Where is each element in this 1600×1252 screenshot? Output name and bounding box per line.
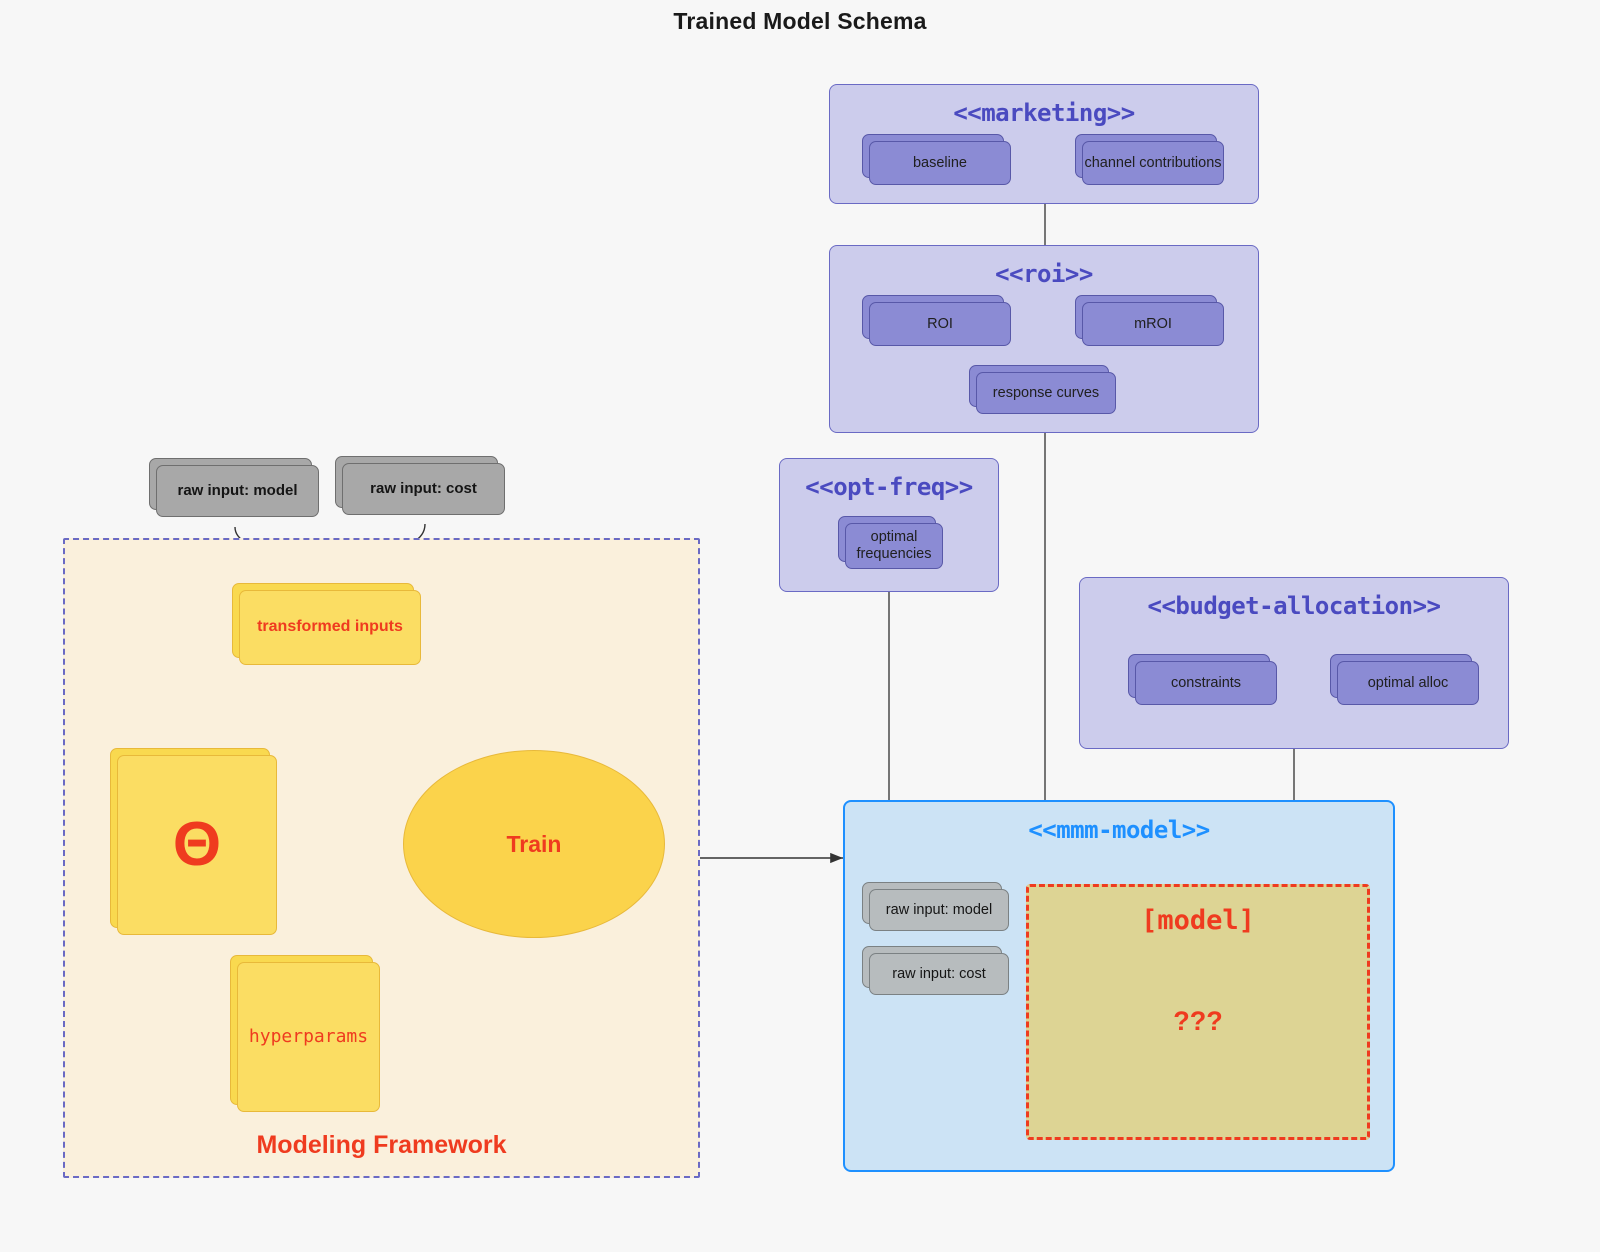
node-theta[interactable]: Θ xyxy=(110,748,277,935)
theta-glyph: Θ xyxy=(172,810,222,879)
node-raw-input-model-label: raw input: model xyxy=(156,465,319,517)
node-mmm-raw-input-model-label: raw input: model xyxy=(869,889,1009,931)
node-mmm-raw-input-model[interactable]: raw input: model xyxy=(862,882,1009,931)
node-baseline-label: baseline xyxy=(869,141,1011,185)
package-roi[interactable]: <<roi>> ROI mROI response curves xyxy=(829,245,1259,433)
node-optimal-alloc[interactable]: optimal alloc xyxy=(1330,654,1479,705)
node-baseline[interactable]: baseline xyxy=(862,134,1011,185)
package-marketing[interactable]: <<marketing>> baseline channel contribut… xyxy=(829,84,1259,204)
node-constraints[interactable]: constraints xyxy=(1128,654,1277,705)
node-optimal-alloc-label: optimal alloc xyxy=(1337,661,1479,705)
node-constraints-label: constraints xyxy=(1135,661,1277,705)
node-response-curves[interactable]: response curves xyxy=(969,365,1116,414)
node-optimal-frequencies-line1: optimal xyxy=(870,529,918,546)
page-title: Trained Model Schema xyxy=(673,8,927,34)
node-response-curves-label: response curves xyxy=(976,372,1116,414)
node-mmm-raw-input-cost[interactable]: raw input: cost xyxy=(862,946,1009,995)
package-opt-freq-title: <<opt-freq>> xyxy=(805,473,973,501)
node-mmm-raw-input-cost-label: raw input: cost xyxy=(869,953,1009,995)
node-optimal-frequencies[interactable]: optimal frequencies xyxy=(838,516,943,569)
node-mroi[interactable]: mROI xyxy=(1075,295,1224,346)
model-placeholder-sub: ??? xyxy=(1173,1006,1223,1036)
node-transformed-inputs[interactable]: transformed inputs xyxy=(232,583,421,665)
node-roi[interactable]: ROI xyxy=(862,295,1011,346)
node-hyperparams-label: hyperparams xyxy=(237,962,380,1112)
package-roi-title: <<roi>> xyxy=(995,260,1093,288)
package-mmm-model-title: <<mmm-model>> xyxy=(1028,816,1210,844)
node-optimal-frequencies-label: optimal frequencies xyxy=(845,523,943,569)
node-raw-input-cost-label: raw input: cost xyxy=(342,463,505,515)
train-ellipse[interactable]: Train xyxy=(403,750,665,938)
node-optimal-frequencies-line2: frequencies xyxy=(856,546,932,562)
node-channel-contributions[interactable]: channel contributions xyxy=(1075,134,1224,185)
model-placeholder-main: [model] xyxy=(1141,905,1255,936)
node-channel-contributions-label: channel contributions xyxy=(1082,141,1224,185)
package-opt-freq[interactable]: <<opt-freq>> optimal frequencies xyxy=(779,458,999,592)
node-roi-label: ROI xyxy=(869,302,1011,346)
package-budget-allocation-title: <<budget-allocation>> xyxy=(1147,592,1441,620)
node-raw-input-cost[interactable]: raw input: cost xyxy=(335,456,505,515)
package-budget-allocation[interactable]: <<budget-allocation>> constraints optima… xyxy=(1079,577,1509,749)
model-placeholder-box[interactable]: [model] ??? xyxy=(1026,884,1370,1140)
node-raw-input-model[interactable]: raw input: model xyxy=(149,458,319,517)
node-transformed-inputs-label: transformed inputs xyxy=(239,590,421,665)
node-hyperparams[interactable]: hyperparams xyxy=(230,955,380,1112)
modeling-framework-label: Modeling Framework xyxy=(256,1131,507,1159)
node-theta-front: Θ xyxy=(117,755,277,935)
node-mroi-label: mROI xyxy=(1082,302,1224,346)
package-marketing-title: <<marketing>> xyxy=(953,99,1135,127)
